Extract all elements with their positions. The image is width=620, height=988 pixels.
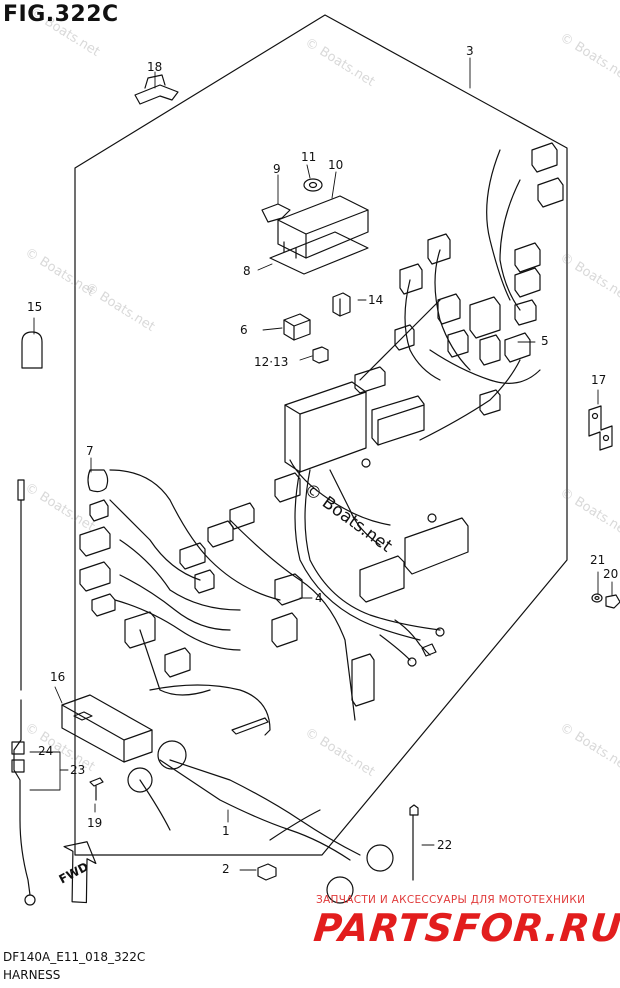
part-11-grommet <box>303 178 323 192</box>
callout-7: 7 <box>86 444 94 458</box>
callout-18: 18 <box>147 60 163 74</box>
part-3-harness <box>79 142 564 904</box>
shop-tagline: ЗАПЧАСТИ И АКСЕССУАРЫ ДЛЯ МОТОТЕХНИКИ <box>316 894 586 906</box>
model-code: DF140A_E11_018_322C <box>3 950 146 964</box>
callout-9: 9 <box>273 162 281 176</box>
part-22-cable-tie <box>409 804 419 881</box>
callout-24: 24 <box>38 744 54 758</box>
part-12-13-fuse <box>312 346 329 364</box>
callout-5: 5 <box>541 334 549 348</box>
fwd-arrow <box>63 841 97 904</box>
assembly-frame <box>74 14 568 856</box>
callout-21: 21 <box>590 553 606 567</box>
callout-3: 3 <box>466 44 474 58</box>
part-23-cable <box>11 479 36 906</box>
leader-lines <box>29 57 613 871</box>
part-21-washer <box>591 593 603 603</box>
callout-17: 17 <box>591 373 607 387</box>
part-8-gasket <box>269 231 369 275</box>
callout-12-13: 12·13 <box>254 355 289 369</box>
callout-10: 10 <box>328 158 344 172</box>
callout-20: 20 <box>603 567 619 581</box>
callout-6: 6 <box>240 323 248 337</box>
figure-title: FIG.322C <box>3 2 119 27</box>
callout-4: 4 <box>315 591 323 605</box>
part-17-bracket <box>588 405 613 451</box>
part-18-clip <box>134 74 179 105</box>
callout-14: 14 <box>368 293 384 307</box>
part-9-clip <box>261 203 291 223</box>
part-14-fuse <box>332 292 351 317</box>
part-20-nut <box>605 594 620 609</box>
callout-1: 1 <box>222 824 230 838</box>
callout-19: 19 <box>87 816 103 830</box>
part-2-nut <box>257 863 277 881</box>
part-19-screw <box>89 777 104 801</box>
callout-23: 23 <box>70 763 86 777</box>
callout-16: 16 <box>50 670 66 684</box>
callout-8: 8 <box>243 264 251 278</box>
part-10-fuse-box <box>277 195 369 259</box>
part-15-boot <box>21 331 43 369</box>
callout-2: 2 <box>222 862 230 876</box>
part-16-bracket <box>61 694 153 763</box>
part-6-relay <box>283 313 311 341</box>
shop-logo: PARTSFOR.RU <box>311 906 620 950</box>
callout-11: 11 <box>301 150 317 164</box>
callout-22: 22 <box>437 838 453 852</box>
callout-15: 15 <box>27 300 43 314</box>
section-name: HARNESS <box>3 968 61 982</box>
